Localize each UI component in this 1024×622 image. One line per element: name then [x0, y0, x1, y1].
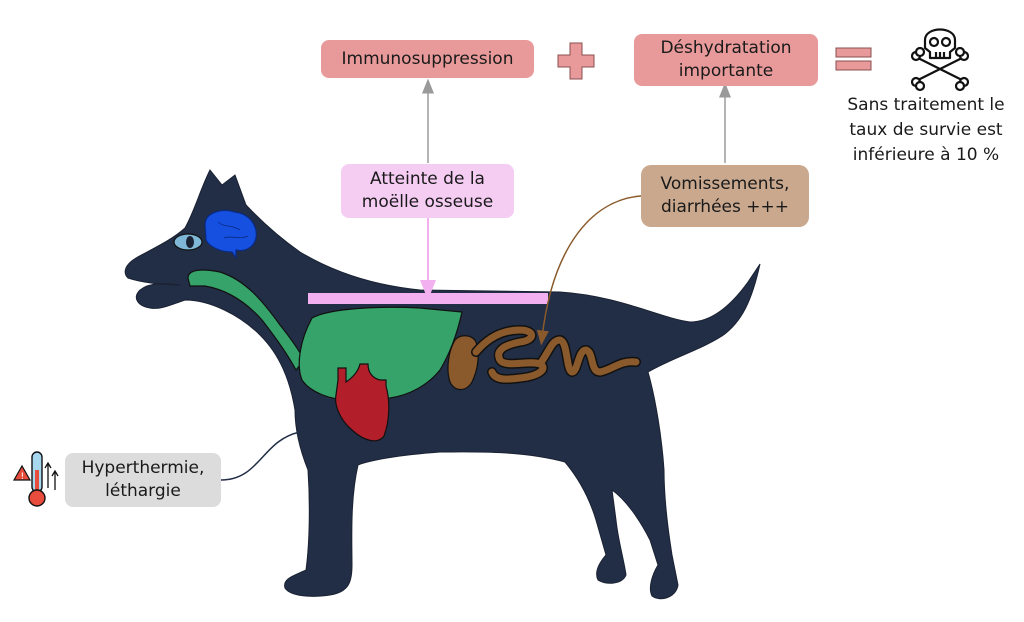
- plus-icon: [557, 42, 595, 80]
- fever-box: Hyperthermie, léthargie: [65, 453, 221, 507]
- bone-marrow-box: Atteinte de la moëlle osseuse: [341, 164, 514, 218]
- immunosuppression-box: Immunosuppression: [321, 40, 534, 78]
- heart: [335, 363, 390, 442]
- bone-marrow-bar: [308, 293, 548, 304]
- stomach: [447, 335, 479, 391]
- equals-icon-bottom: [835, 60, 872, 71]
- survival-caption: Sans traitement le taux de survie est in…: [847, 95, 1005, 165]
- dog-silhouette: [124, 169, 761, 600]
- digestive-label: Vomissements, diarrhées +++: [660, 174, 790, 217]
- dog-body: [124, 169, 761, 600]
- immunosuppression-label: Immunosuppression: [341, 48, 514, 69]
- dehydration-box: Déshydratation importante: [634, 34, 818, 86]
- thermometer-warning-icon: !: [12, 451, 59, 507]
- skull-crossbones-icon: [910, 28, 970, 92]
- trachea: [187, 269, 305, 372]
- brain: [204, 209, 257, 260]
- connector-fever-to-dog: [220, 431, 301, 481]
- svg-text:!: !: [21, 472, 25, 482]
- arrow-digestive-to-intestines: [536, 195, 642, 346]
- equals-icon-top: [835, 47, 872, 58]
- dehydration-label: Déshydratation importante: [660, 38, 792, 81]
- bone-marrow-label: Atteinte de la moëlle osseuse: [361, 169, 494, 212]
- digestive-box: Vomissements, diarrhées +++: [641, 165, 809, 227]
- fever-label: Hyperthermie, léthargie: [81, 458, 205, 501]
